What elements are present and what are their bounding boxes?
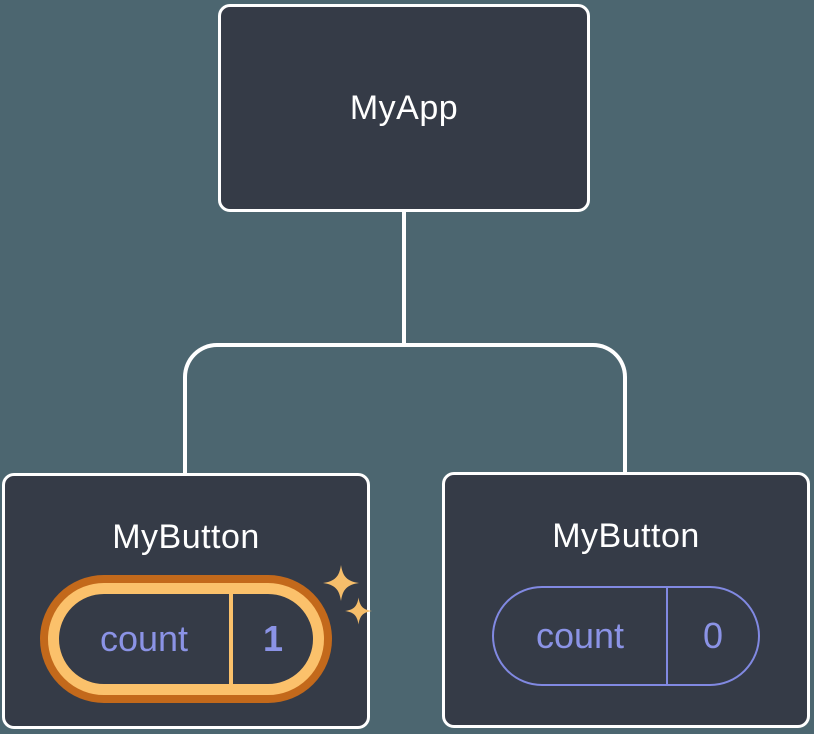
state-value: 1 bbox=[262, 618, 284, 659]
sparkle-icon bbox=[345, 597, 372, 625]
node-label: MyButton bbox=[112, 518, 260, 556]
connector-stem-line bbox=[402, 210, 406, 345]
state-value: 0 bbox=[702, 615, 724, 656]
state-key-label: count bbox=[99, 618, 189, 659]
sparkle-icon bbox=[323, 565, 359, 601]
tree-node-myapp: MyApp bbox=[218, 4, 590, 212]
state-pill-idle: count 0 bbox=[492, 586, 760, 686]
pill-divider bbox=[229, 594, 233, 684]
connector-branch-bracket bbox=[183, 343, 627, 473]
state-key-label: count bbox=[535, 615, 625, 656]
state-pill-highlighted: count 1 bbox=[48, 583, 324, 695]
tree-node-mybutton-left: MyButton count 1 bbox=[2, 473, 372, 729]
node-label: MyApp bbox=[349, 88, 459, 127]
tree-node-mybutton-right: MyButton count 0 bbox=[442, 472, 810, 728]
node-label: MyButton bbox=[552, 517, 700, 555]
pill-divider bbox=[666, 588, 668, 684]
